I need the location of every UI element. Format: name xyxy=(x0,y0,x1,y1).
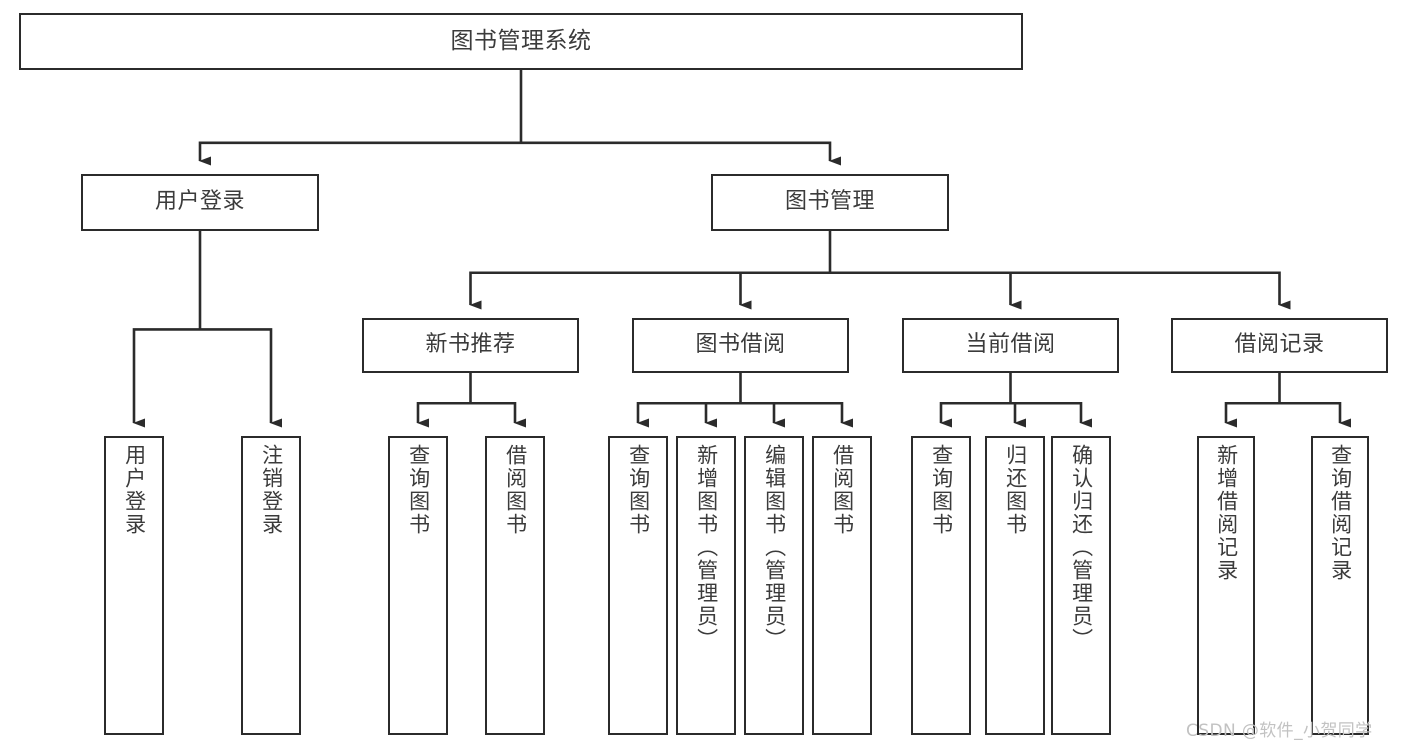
node-label: 用户登录 xyxy=(122,444,147,536)
node-label: 注销登录 xyxy=(259,444,284,536)
edge-book-manage-to-book-borrow xyxy=(739,271,830,310)
node-label: 查询借阅记录 xyxy=(1328,444,1353,582)
node-leaf-add-book[interactable]: 新增图书（管理员） xyxy=(676,436,736,735)
node-label: 当前借阅 xyxy=(965,332,1056,358)
node-label: 归还图书 xyxy=(1003,444,1028,536)
node-label: 确认归还（管理员） xyxy=(1069,444,1094,651)
node-book-manage[interactable]: 图书管理 xyxy=(711,174,949,231)
edge-root-to-user-login xyxy=(198,141,521,166)
node-leaf-query-book-2[interactable]: 查询图书 xyxy=(608,436,668,735)
node-borrow-record[interactable]: 借阅记录 xyxy=(1171,318,1388,373)
node-leaf-confirm-return[interactable]: 确认归还（管理员） xyxy=(1051,436,1111,735)
edge-user-login-to-leaf-logout xyxy=(200,328,282,428)
edge-current-borrow-to-leaf-confirm-return xyxy=(1010,401,1092,428)
edge-user-login-to-leaf-user-login xyxy=(132,328,200,428)
edge-borrow-record-to-leaf-query-record xyxy=(1279,401,1351,428)
edge-current-borrow-to-leaf-query-book-3 xyxy=(939,401,1011,428)
node-user-login[interactable]: 用户登录 xyxy=(81,174,319,231)
edge-book-manage-to-new-book-rec xyxy=(469,271,830,310)
edge-current-borrow-to-leaf-return-book xyxy=(1010,401,1026,428)
node-label: 图书借阅 xyxy=(695,332,786,358)
node-label: 新书推荐 xyxy=(425,332,516,358)
node-book-borrow[interactable]: 图书借阅 xyxy=(632,318,849,373)
node-leaf-query-book-3[interactable]: 查询图书 xyxy=(911,436,971,735)
node-label: 查询图书 xyxy=(626,444,651,536)
edge-book-manage-to-current-borrow xyxy=(830,271,1022,310)
node-leaf-query-record[interactable]: 查询借阅记录 xyxy=(1311,436,1369,735)
edge-root-to-book-manage xyxy=(521,141,841,166)
edge-book-borrow-to-leaf-add-book xyxy=(704,401,741,428)
node-label: 查询图书 xyxy=(929,444,954,536)
node-leaf-borrow-book-2[interactable]: 借阅图书 xyxy=(812,436,872,735)
edge-book-borrow-to-leaf-edit-book xyxy=(740,401,785,428)
node-root[interactable]: 图书管理系统 xyxy=(19,13,1023,70)
node-label: 图书管理 xyxy=(784,189,875,215)
node-leaf-edit-book[interactable]: 编辑图书（管理员） xyxy=(744,436,804,735)
node-label: 编辑图书（管理员） xyxy=(762,444,787,651)
node-current-borrow[interactable]: 当前借阅 xyxy=(902,318,1119,373)
node-label: 新增借阅记录 xyxy=(1214,444,1239,582)
edge-book-borrow-to-leaf-borrow-book-2 xyxy=(740,401,853,428)
edge-borrow-record-to-leaf-add-record xyxy=(1224,401,1280,428)
node-leaf-borrow-book-1[interactable]: 借阅图书 xyxy=(485,436,545,735)
node-leaf-query-book-1[interactable]: 查询图书 xyxy=(388,436,448,735)
edge-book-manage-to-borrow-record xyxy=(830,271,1291,310)
node-label: 查询图书 xyxy=(406,444,431,536)
edge-new-book-rec-to-leaf-borrow-book-1 xyxy=(470,401,526,428)
node-leaf-return-book[interactable]: 归还图书 xyxy=(985,436,1045,735)
node-label: 图书管理系统 xyxy=(450,28,592,55)
node-leaf-user-login[interactable]: 用户登录 xyxy=(104,436,164,735)
node-leaf-logout[interactable]: 注销登录 xyxy=(241,436,301,735)
node-label: 新增图书（管理员） xyxy=(694,444,719,651)
node-label: 用户登录 xyxy=(154,189,245,215)
node-leaf-add-record[interactable]: 新增借阅记录 xyxy=(1197,436,1255,735)
watermark-text: CSDN @软件_小贺同学 xyxy=(1186,721,1373,741)
node-label: 借阅图书 xyxy=(830,444,855,536)
node-new-book-rec[interactable]: 新书推荐 xyxy=(362,318,579,373)
edge-new-book-rec-to-leaf-query-book-1 xyxy=(416,401,471,428)
node-label: 借阅图书 xyxy=(503,444,528,536)
node-label: 借阅记录 xyxy=(1234,332,1325,358)
edge-book-borrow-to-leaf-query-book-2 xyxy=(636,401,741,428)
